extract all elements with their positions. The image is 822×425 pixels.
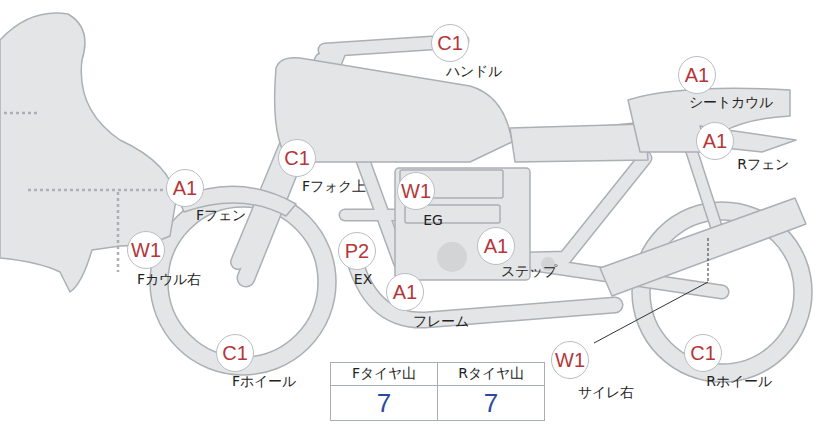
part-name: フレーム: [413, 314, 469, 329]
callout-code: A1: [167, 170, 203, 206]
callout-code: C1: [685, 335, 721, 371]
callout-code: W1: [128, 232, 164, 268]
callout-code: C1: [279, 140, 315, 176]
callout-code: A1: [697, 123, 733, 159]
part-name: Fフォク上: [302, 179, 366, 194]
part-name: サイレ右: [578, 385, 634, 400]
callout-code: W1: [552, 342, 588, 378]
callout-code: A1: [387, 274, 423, 310]
damage-callout: C1Fフォク上: [278, 139, 316, 177]
damage-callout: A1フレーム: [386, 273, 424, 311]
part-name: EX: [354, 272, 372, 287]
part-name: シートカウル: [689, 95, 773, 110]
callout-code: W1: [398, 173, 434, 209]
leader-line: [708, 238, 709, 282]
leader-line: [594, 282, 708, 343]
table-value: 7: [437, 385, 545, 421]
part-name: Fフェン: [196, 208, 246, 223]
damage-callout: W1Fカウル右: [127, 231, 165, 269]
damage-callout: C1ハンドル: [431, 24, 469, 62]
part-name: ステップ: [501, 264, 557, 279]
callout-code: P2: [339, 233, 375, 269]
table-value: 7: [330, 385, 438, 421]
callout-code: A1: [478, 228, 514, 264]
part-name: Fカウル右: [137, 272, 201, 287]
callout-code: C1: [217, 335, 253, 371]
damage-callout: W1サイレ右: [551, 341, 589, 379]
damage-callout: P2EX: [338, 232, 376, 270]
table-header: Fタイヤ山: [330, 362, 438, 386]
damage-callout: W1EG: [397, 172, 435, 210]
damage-callout: A1Fフェン: [166, 169, 204, 207]
table-header: Rタイヤ山: [437, 362, 545, 386]
part-name: Fホイール: [232, 374, 296, 389]
callout-code: A1: [679, 57, 715, 93]
part-name: Rホイール: [706, 374, 772, 389]
part-name: ハンドル: [446, 64, 502, 79]
damage-callout: C1Rホイール: [684, 334, 722, 372]
damage-callout: A1シートカウル: [678, 56, 716, 94]
part-name: Rフェン: [737, 157, 789, 172]
damage-callout: A1Rフェン: [696, 122, 734, 160]
part-name: EG: [423, 213, 443, 228]
damage-callout: A1ステップ: [477, 227, 515, 265]
callout-code: C1: [432, 25, 468, 61]
damage-callout: C1Fホイール: [216, 334, 254, 372]
